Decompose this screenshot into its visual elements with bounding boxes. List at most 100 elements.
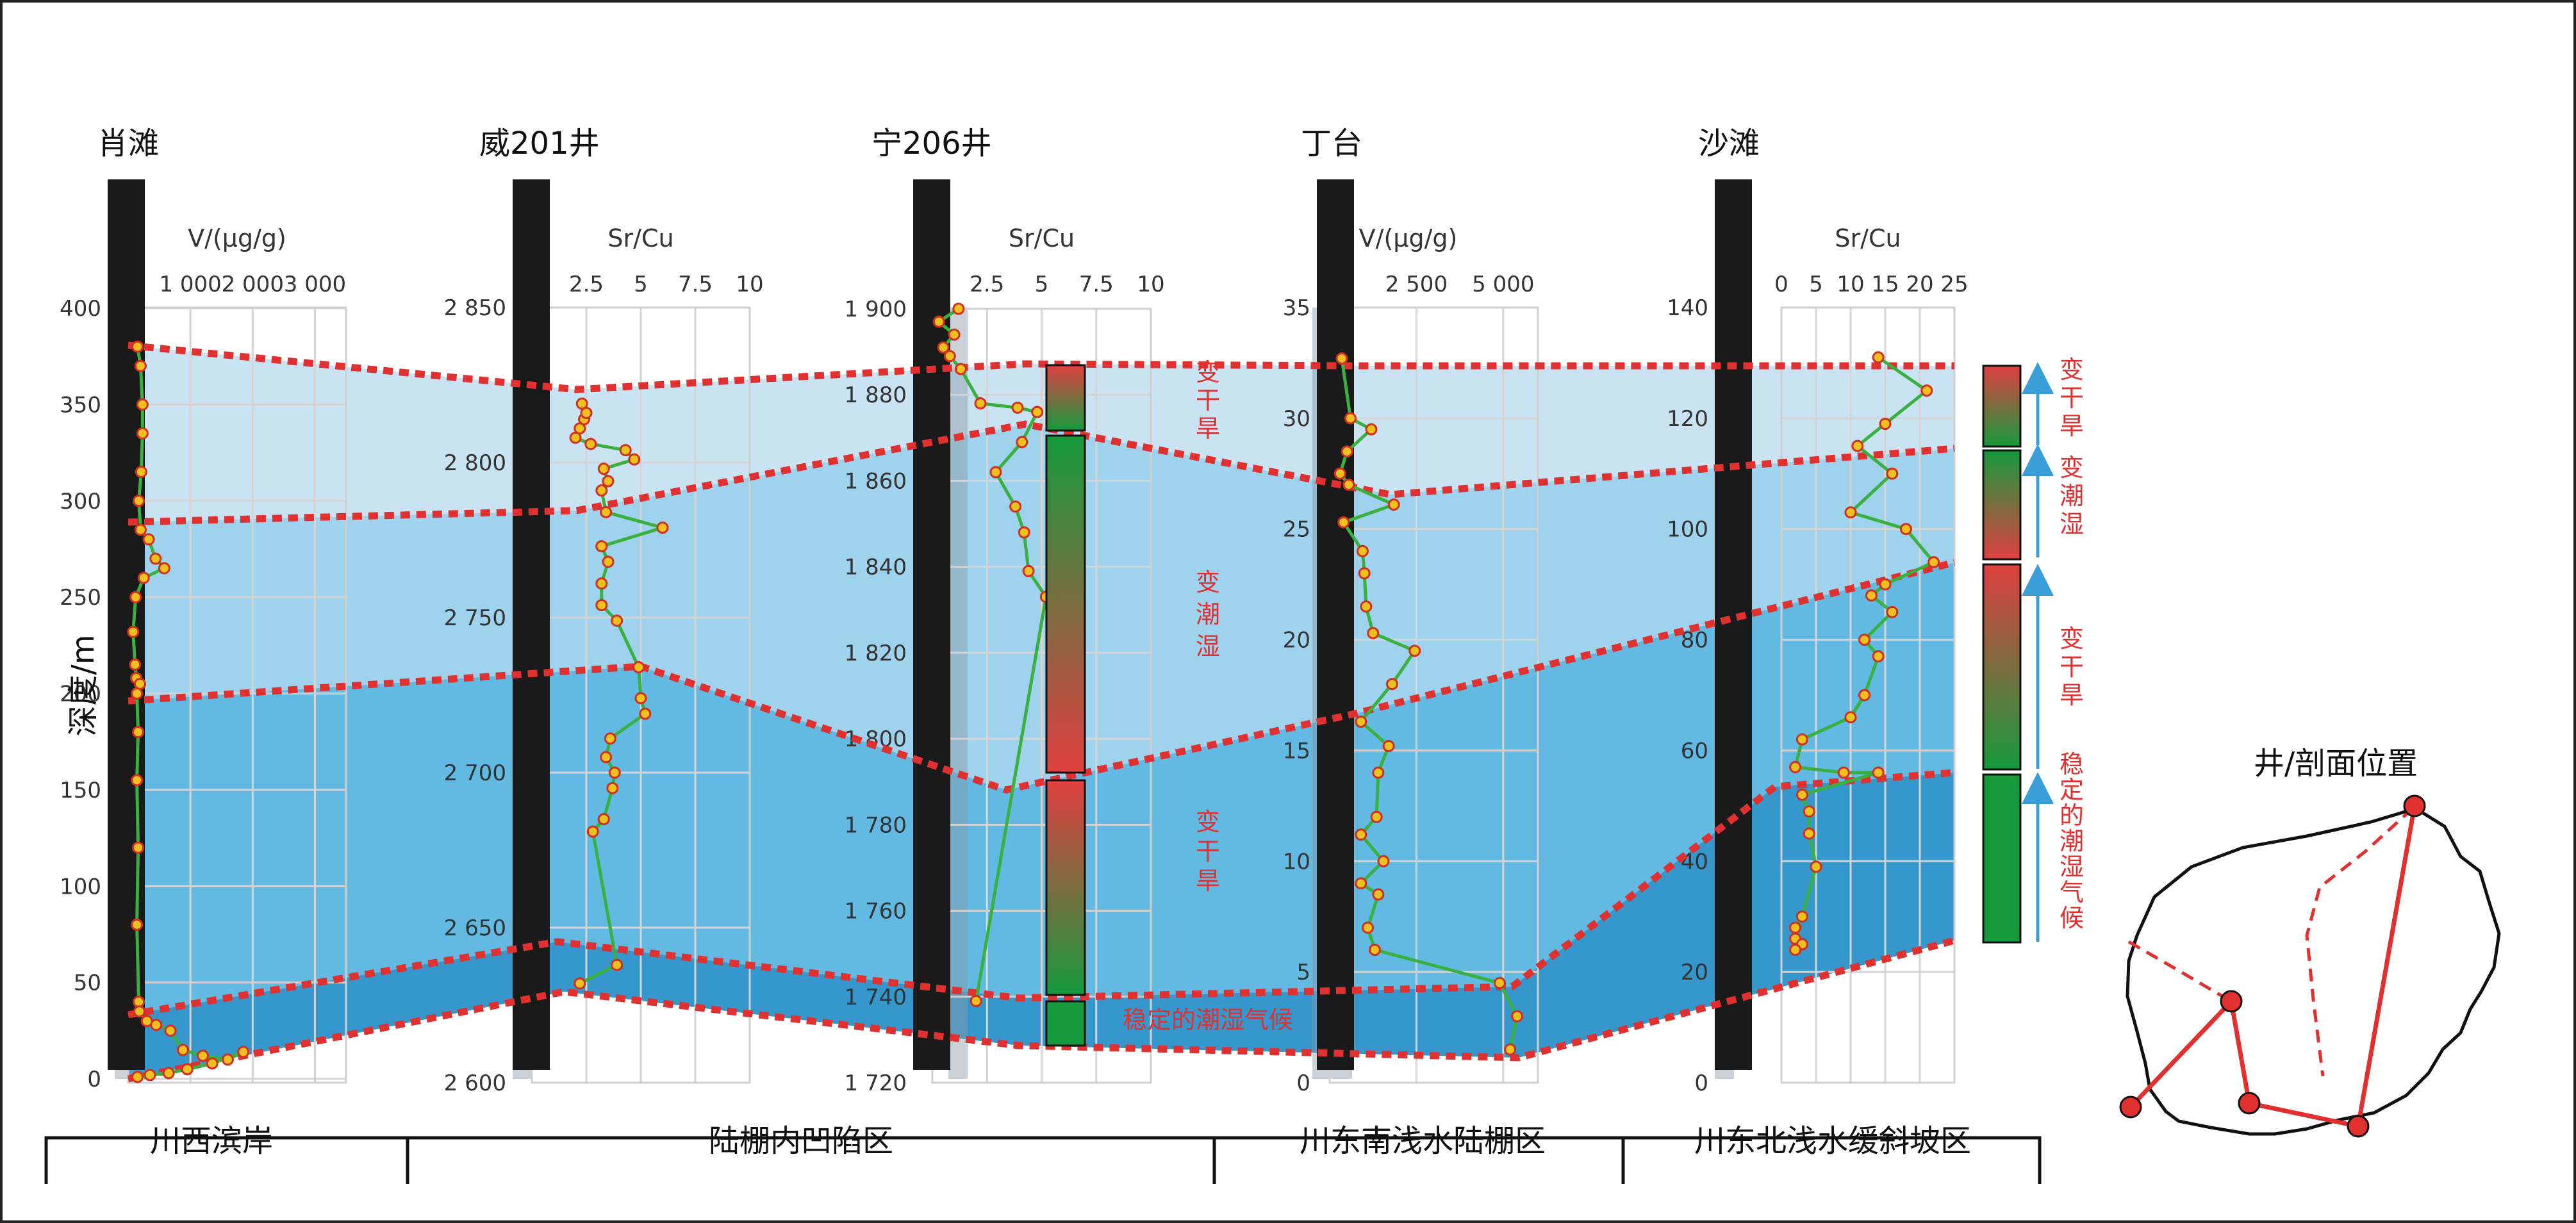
data-point bbox=[1810, 860, 1822, 873]
data-point bbox=[1362, 921, 1375, 934]
data-point bbox=[1928, 556, 1940, 569]
data-point bbox=[595, 540, 608, 553]
y-tick-label: 350 bbox=[60, 392, 101, 418]
data-point bbox=[1372, 766, 1385, 779]
data-point bbox=[1386, 678, 1398, 691]
data-point bbox=[1011, 401, 1024, 414]
y-tick-label: 35 bbox=[1283, 295, 1310, 321]
data-point bbox=[1355, 828, 1367, 841]
boundary-3 bbox=[128, 559, 1956, 794]
data-point bbox=[1009, 500, 1022, 513]
lithology-column bbox=[1715, 179, 1752, 1070]
correlation-boundaries bbox=[127, 341, 1956, 1083]
x-axis-label: V/(μg/g) bbox=[1359, 224, 1458, 252]
data-point bbox=[129, 658, 142, 671]
data-point bbox=[136, 427, 149, 439]
data-point bbox=[970, 994, 982, 1007]
climate-legend: 变干旱 变潮湿 变干旱 稳定的潮湿气候 bbox=[1982, 356, 2084, 944]
y-tick-label: 2 700 bbox=[444, 760, 506, 786]
data-point bbox=[1377, 855, 1390, 867]
y-tick-label: 10 bbox=[1283, 849, 1310, 874]
data-point bbox=[1886, 605, 1899, 618]
y-tick-label: 1 740 bbox=[845, 985, 907, 1010]
region-brackets bbox=[44, 1136, 2042, 1184]
data-point bbox=[162, 1067, 175, 1079]
data-point bbox=[974, 397, 987, 410]
x-axis-label: Sr/Cu bbox=[607, 224, 673, 252]
data-point bbox=[1367, 627, 1380, 639]
ning206-interval-column: 变干旱 变潮湿 变干旱 稳定的潮湿气候 bbox=[1045, 358, 1293, 1047]
data-point bbox=[608, 766, 621, 779]
data-point bbox=[619, 444, 632, 457]
data-point bbox=[604, 732, 616, 745]
y-tick-label: 120 bbox=[1667, 406, 1708, 432]
data-point bbox=[1335, 352, 1348, 365]
data-point bbox=[1031, 406, 1044, 418]
legend-box-dry-1 bbox=[1982, 365, 2022, 448]
location-xiaotan bbox=[2119, 1096, 2142, 1119]
data-point bbox=[1337, 516, 1350, 529]
y-tick-label: 5 bbox=[1296, 960, 1310, 985]
data-point bbox=[133, 1005, 145, 1018]
lithology-column bbox=[1317, 179, 1354, 1070]
interval-label-4: 稳定的潮湿气候 bbox=[1123, 1006, 1293, 1034]
data-point bbox=[1865, 589, 1878, 602]
y-tick-label: 2 800 bbox=[444, 450, 506, 476]
curve-0 bbox=[127, 340, 250, 1083]
data-point bbox=[134, 359, 147, 372]
data-point bbox=[1920, 384, 1933, 397]
x-tick-label: 10 bbox=[736, 272, 763, 297]
data-point bbox=[1358, 567, 1371, 580]
data-point bbox=[656, 521, 669, 534]
y-tick-label: 1 760 bbox=[845, 899, 907, 924]
data-point bbox=[1511, 1010, 1523, 1022]
well-name: 宁206井 bbox=[871, 126, 992, 161]
y-tick-label: 30 bbox=[1283, 406, 1310, 432]
data-point bbox=[1789, 760, 1802, 773]
x-axis-label: Sr/Cu bbox=[1009, 224, 1075, 252]
location-wei201 bbox=[2220, 990, 2243, 1013]
x-tick-label: 5 bbox=[1035, 272, 1049, 297]
data-point bbox=[181, 1063, 194, 1076]
well-location-points bbox=[2119, 794, 2426, 1138]
location-dingtai bbox=[2347, 1115, 2370, 1138]
data-point bbox=[1899, 523, 1912, 536]
data-point bbox=[952, 302, 965, 315]
well-name: 沙滩 bbox=[1698, 126, 1760, 161]
legend-label-1: 变干旱 bbox=[2060, 356, 2084, 440]
data-point bbox=[1370, 810, 1383, 823]
x-tick-label: 20 bbox=[1906, 272, 1933, 297]
plot-frame bbox=[1780, 306, 1956, 1084]
x-tick-label: 10 bbox=[1837, 272, 1864, 297]
y-tick-label: 1 860 bbox=[845, 468, 907, 494]
data-point bbox=[206, 1057, 219, 1070]
data-point bbox=[602, 555, 615, 568]
series-line bbox=[936, 307, 1048, 1001]
curve-3 bbox=[1333, 352, 1523, 1056]
data-point bbox=[1382, 740, 1395, 753]
y-tick-label: 0 bbox=[1296, 1071, 1310, 1096]
data-point bbox=[1504, 1043, 1517, 1056]
data-point bbox=[1858, 634, 1871, 646]
data-point bbox=[137, 571, 150, 584]
interval-label-2: 变潮湿 bbox=[1196, 568, 1220, 661]
legend-box-humid bbox=[1982, 449, 2022, 561]
y-tick-label: 60 bbox=[1681, 738, 1708, 764]
legend-box-humid-stable bbox=[1982, 773, 2022, 944]
data-point bbox=[1803, 805, 1815, 817]
data-point bbox=[1341, 445, 1353, 458]
x-tick-label: 5 000 bbox=[1472, 272, 1534, 297]
data-point bbox=[595, 577, 608, 590]
data-point bbox=[584, 438, 597, 450]
data-point bbox=[131, 918, 144, 931]
region-lupeng: 陆棚内凹陷区 bbox=[709, 1123, 893, 1159]
legend-label-3: 变干旱 bbox=[2060, 625, 2084, 709]
data-point bbox=[1333, 467, 1346, 480]
interval-humid bbox=[1045, 434, 1086, 774]
data-point bbox=[600, 751, 613, 764]
data-point bbox=[164, 1024, 177, 1037]
y-tick-label: 15 bbox=[1283, 738, 1310, 764]
data-point bbox=[1858, 689, 1871, 702]
data-point bbox=[634, 692, 647, 705]
